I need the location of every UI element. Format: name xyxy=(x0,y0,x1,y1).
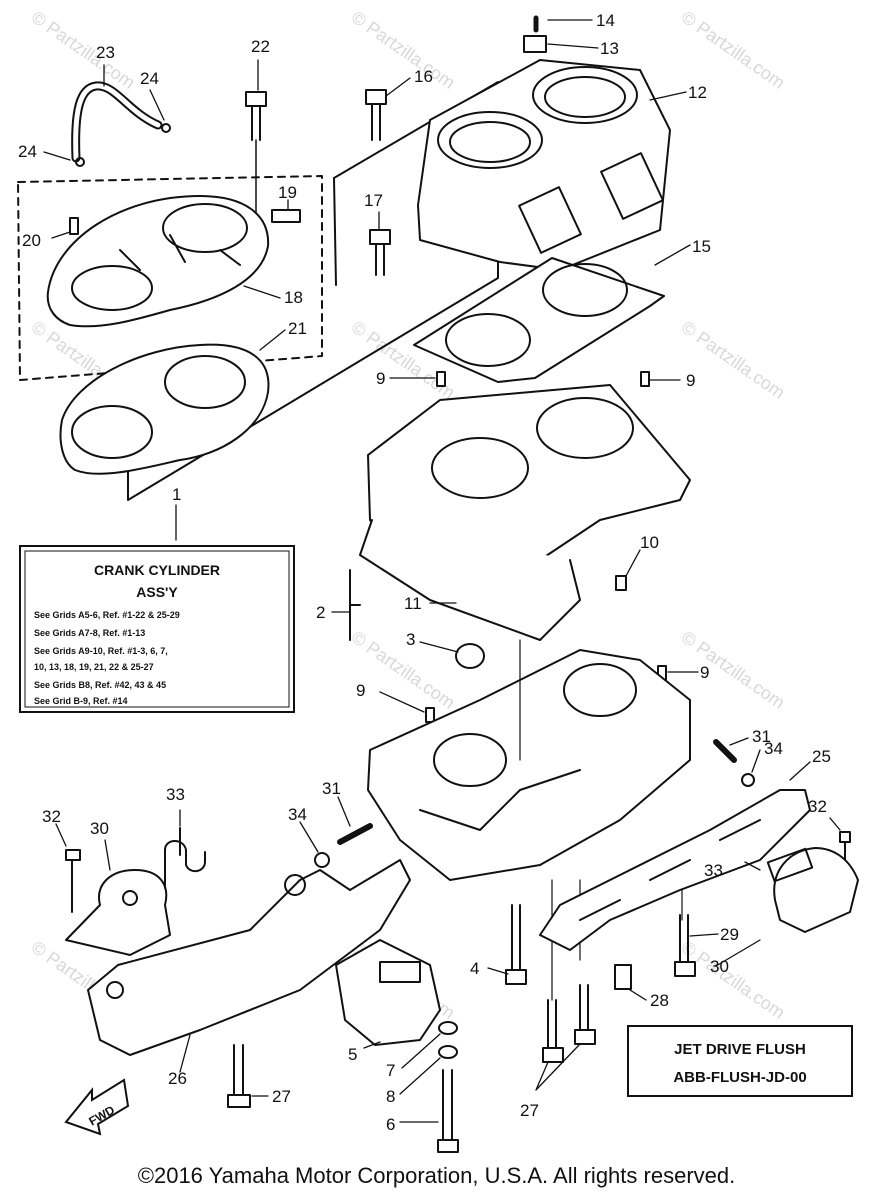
callout-34: 34 xyxy=(764,739,783,758)
head-group-dashed-outline xyxy=(17,175,323,381)
callout-9: 9 xyxy=(376,369,385,388)
callout-31: 31 xyxy=(752,727,771,746)
callout-30: 30 xyxy=(710,957,729,976)
callout-3: 3 xyxy=(406,630,415,649)
callout-11: 11 xyxy=(404,594,422,613)
engine-mount-bracket-right xyxy=(539,789,811,951)
crank-cylinder-info-box: CRANK CYLINDER ASS'Y See Grids A5-6, Ref… xyxy=(19,545,295,713)
callout-29: 29 xyxy=(720,925,739,944)
callout-27: 27 xyxy=(272,1087,291,1106)
callout-30: 30 xyxy=(90,819,109,838)
cylinder-block-part xyxy=(417,59,671,271)
callout-14: 14 xyxy=(596,11,615,30)
exploded-parts-diagram: © Partzilla.com © Partzilla.com © Partzi… xyxy=(17,7,859,1153)
callout-33: 33 xyxy=(704,861,723,880)
callout-24: 24 xyxy=(18,142,37,161)
callout-16: 16 xyxy=(414,67,433,86)
callout-9: 9 xyxy=(686,371,695,390)
cylinder-gasket-part xyxy=(413,257,665,383)
callout-2: 2 xyxy=(316,603,325,622)
callout-labels: 23 24 24 22 19 20 18 21 1 16 14 13 12 15… xyxy=(18,11,831,1134)
info-box-line: See Grids A5-6, Ref. #1-22 & 25-29 xyxy=(34,610,180,620)
flush-box-line2: ABB-FLUSH-JD-00 xyxy=(673,1069,806,1086)
callout-19: 19 xyxy=(278,183,297,202)
callout-26: 26 xyxy=(168,1069,187,1088)
info-box-line: See Grids B8, Ref. #42, 43 & 45 xyxy=(34,680,166,690)
info-box-line: See Grids A9-10, Ref. #1-3, 6, 7, xyxy=(34,646,168,656)
callout-13: 13 xyxy=(600,39,619,58)
jet-drive-flush-box: JET DRIVE FLUSH ABB-FLUSH-JD-00 xyxy=(627,1025,853,1097)
callout-27: 27 xyxy=(520,1101,539,1120)
callout-28: 28 xyxy=(650,991,669,1010)
copyright-notice: ©2016 Yamaha Motor Corporation, U.S.A. A… xyxy=(137,1163,736,1188)
head-gasket-part xyxy=(59,343,270,475)
callout-25: 25 xyxy=(812,747,831,766)
callout-33: 33 xyxy=(166,785,185,804)
callout-9: 9 xyxy=(356,681,365,700)
callout-20: 20 xyxy=(22,231,41,250)
mount-block-part xyxy=(335,939,441,1046)
callout-32: 32 xyxy=(808,797,827,816)
callout-34: 34 xyxy=(288,805,307,824)
watermark: © Partzilla.com xyxy=(348,7,459,93)
callout-4: 4 xyxy=(470,959,479,978)
callout-23: 23 xyxy=(96,43,115,62)
info-box-line: 10, 13, 18, 19, 21, 22 & 25-27 xyxy=(34,662,154,672)
watermark: © Partzilla.com xyxy=(678,627,789,713)
info-box-subtitle: ASS'Y xyxy=(136,584,178,600)
callout-6: 6 xyxy=(386,1115,395,1134)
callout-22: 22 xyxy=(251,37,270,56)
callout-31: 31 xyxy=(322,779,341,798)
callout-32: 32 xyxy=(42,807,61,826)
callout-18: 18 xyxy=(284,288,303,307)
info-box-title: CRANK CYLINDER xyxy=(94,562,220,578)
info-box-line: See Grid B-9, Ref. #14 xyxy=(34,696,128,706)
info-box-line: See Grids A7-8, Ref. #1-13 xyxy=(34,628,145,638)
engine-mount-bracket-left xyxy=(87,859,411,1056)
callout-5: 5 xyxy=(348,1045,357,1064)
callout-9: 9 xyxy=(700,663,709,682)
callout-21: 21 xyxy=(288,319,307,338)
watermark: © Partzilla.com xyxy=(28,7,139,93)
callout-15: 15 xyxy=(692,237,711,256)
cylinder-head-part xyxy=(46,195,270,328)
lower-crankcase-part xyxy=(367,649,691,881)
flush-box-line1: JET DRIVE FLUSH xyxy=(674,1041,806,1058)
rubber-mount-right xyxy=(773,847,859,933)
callout-17: 17 xyxy=(364,191,383,210)
rubber-mount-left xyxy=(65,869,171,956)
callout-24: 24 xyxy=(140,69,159,88)
callout-12: 12 xyxy=(688,83,707,102)
watermark: © Partzilla.com xyxy=(678,7,789,93)
hook-part xyxy=(164,840,206,889)
callout-10: 10 xyxy=(640,533,659,552)
watermark: © Partzilla.com xyxy=(678,937,789,1023)
forward-arrow-icon: FWD xyxy=(64,1078,130,1136)
callout-1: 1 xyxy=(172,485,181,504)
callout-7: 7 xyxy=(386,1061,395,1080)
callout-8: 8 xyxy=(386,1087,395,1106)
